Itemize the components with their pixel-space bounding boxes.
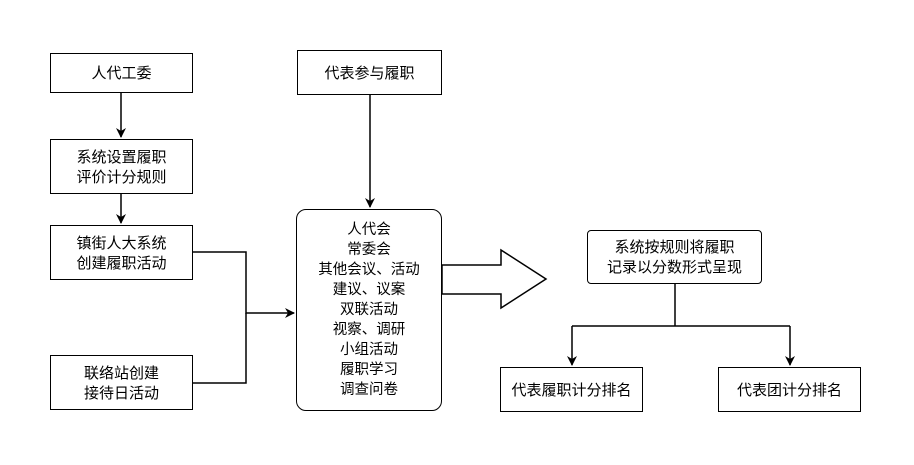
activity-item: 常委会: [347, 242, 391, 258]
node-label-line-2: 记录以分数形式呈现: [606, 258, 742, 276]
activity-item: 建议、议案: [332, 282, 406, 298]
node-label: 代表参与履职: [324, 63, 415, 82]
node-lianluozhan: 联络站创建 接待日活动: [50, 355, 193, 410]
node-daibiao-canyu: 代表参与履职: [297, 50, 442, 95]
node-activities-center: 人代会 常委会 其他会议、活动 建议、议案 双联活动 视察、调研 小组活动 履职…: [296, 209, 442, 411]
arrow-lianluozhan-to-center: [193, 313, 247, 384]
activity-item: 视察、调研: [332, 322, 406, 338]
node-daibiaotuan-paiming: 代表团计分排名: [718, 367, 861, 412]
node-zhenjie-renda: 镇街人大系统 创建履职活动: [50, 225, 193, 280]
node-label-line-1: 系统按规则将履职: [614, 238, 735, 256]
node-label: 人代工委: [91, 64, 152, 82]
node-label-line-1: 联络站创建: [83, 363, 159, 382]
node-label: 代表履职计分排名: [511, 380, 632, 399]
arrow-zhenjie-to-center: [193, 251, 295, 318]
node-label-line-1: 镇街人大系统: [76, 233, 167, 252]
activity-item: 其他会议、活动: [318, 262, 420, 278]
block-arrow-center-to-result: [441, 248, 548, 310]
activity-item: 小组活动: [340, 342, 398, 358]
node-daibiao-lvzhi-paiming: 代表履职计分排名: [500, 367, 643, 412]
node-label-line-2: 评价计分规则: [76, 167, 167, 186]
node-xitong-anguize: 系统按规则将履职 记录以分数形式呈现: [587, 230, 762, 284]
activity-item: 调查问卷: [340, 382, 398, 398]
node-label-line-2: 接待日活动: [83, 383, 159, 402]
node-label: 代表团计分排名: [736, 380, 842, 399]
activity-item: 人代会: [347, 222, 391, 238]
node-rendai-gongwei: 人代工委: [50, 53, 193, 93]
activity-item: 双联活动: [340, 302, 398, 318]
node-label-line-1: 系统设置履职: [76, 147, 167, 166]
activity-item: 履职学习: [340, 362, 398, 378]
node-xitong-shezhi: 系统设置履职 评价计分规则: [50, 139, 193, 194]
node-label-line-2: 创建履职活动: [76, 253, 167, 272]
